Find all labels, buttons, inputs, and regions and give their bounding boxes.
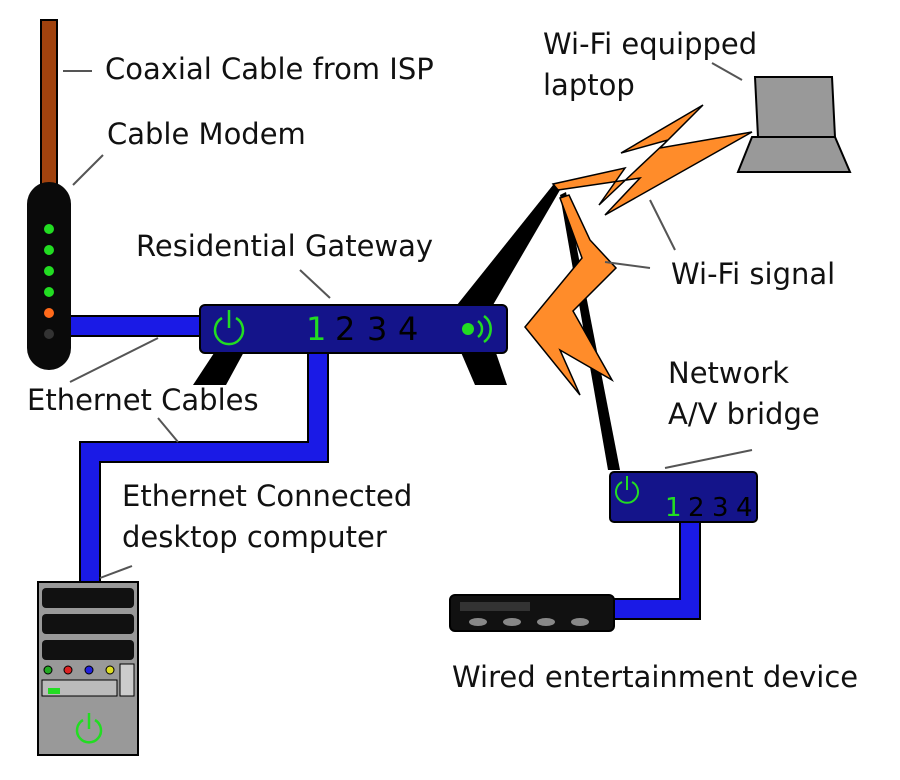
entertainment-device — [449, 594, 615, 632]
ethernet-cable-bridge-device — [600, 515, 701, 620]
bridge-port-4: 4 — [736, 493, 753, 523]
gateway-port-4: 4 — [398, 310, 418, 348]
gateway-antennas — [193, 185, 620, 470]
power-icon — [75, 713, 103, 744]
label-bridge-line1: Network — [668, 356, 790, 390]
residential-gateway: 1 2 3 4 — [199, 304, 508, 354]
power-icon — [615, 476, 639, 504]
label-coaxial-cable: Coaxial Cable from ISP — [105, 52, 434, 86]
coax-cable — [40, 19, 58, 191]
wireless-icon — [462, 314, 492, 344]
modem-led — [44, 245, 54, 255]
bridge-port-3: 3 — [712, 493, 729, 523]
modem-led — [44, 287, 54, 297]
wifi-signals — [524, 104, 753, 396]
gateway-port-3: 3 — [367, 310, 387, 348]
label-entertainment-device: Wired entertainment device — [452, 660, 859, 694]
bridge-port-2: 2 — [688, 493, 705, 523]
label-desktop-line2: desktop computer — [122, 520, 387, 554]
ethernet-cables — [63, 315, 701, 620]
label-ethernet-cables: Ethernet Cables — [27, 383, 259, 417]
power-icon — [213, 310, 245, 346]
desktop-computer — [37, 581, 139, 756]
gateway-port-2: 2 — [335, 310, 355, 348]
gateway-port-1: 1 — [306, 310, 326, 348]
label-bridge-line2: A/V bridge — [668, 397, 820, 431]
cable-modem — [27, 182, 71, 370]
modem-led — [44, 329, 54, 339]
label-laptop-line2: laptop — [543, 68, 635, 102]
label-cable-modem: Cable Modem — [107, 117, 306, 151]
laptop-icon — [736, 76, 852, 173]
network-av-bridge: 1 2 3 4 — [609, 471, 758, 523]
modem-led — [44, 224, 54, 234]
bridge-port-1: 1 — [665, 493, 682, 523]
label-desktop-line1: Ethernet Connected — [122, 479, 413, 513]
modem-led — [44, 308, 54, 318]
label-wifi-signal: Wi-Fi signal — [671, 257, 836, 291]
leader-lines — [63, 62, 753, 579]
label-residential-gateway: Residential Gateway — [136, 229, 434, 263]
modem-led — [44, 266, 54, 276]
label-laptop-line1: Wi-Fi equipped — [543, 27, 758, 61]
